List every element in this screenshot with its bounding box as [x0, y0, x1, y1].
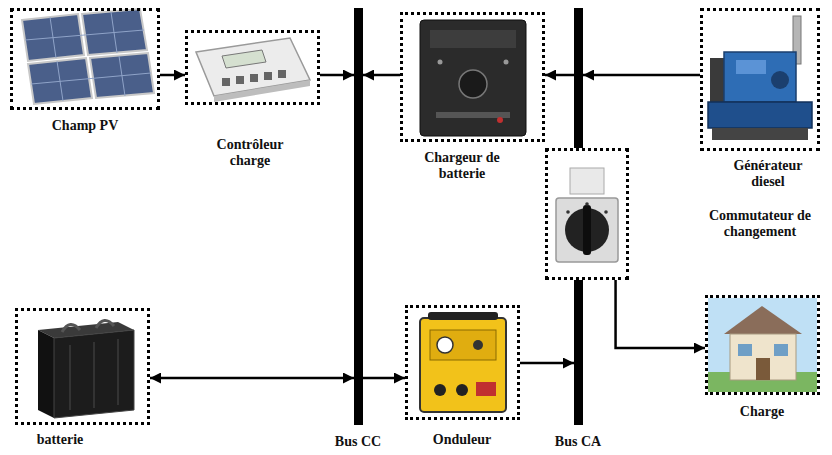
node-label: Champ PV [15, 118, 155, 134]
connector-arrow [583, 74, 700, 77]
node-label: Charge [712, 404, 812, 420]
connector-arrow [545, 74, 574, 77]
switch-device [548, 151, 626, 277]
connector-arrow [160, 74, 185, 77]
charger-box: Chargeur de batterie [400, 12, 545, 142]
node-label: Contrôleur charge [202, 137, 298, 169]
battery-box: batterie [15, 308, 150, 425]
node-label: Onduleur [412, 432, 512, 448]
inverter-device [420, 312, 506, 412]
ac-bus: Bus CA [574, 8, 583, 425]
dc-bus: Bus CC [354, 8, 363, 425]
node-label: Bus CC [318, 434, 398, 450]
pv-field-box: Champ PV [10, 8, 160, 110]
node-label: Générateur diesel [720, 158, 816, 190]
connector-arrow [320, 74, 354, 77]
node-label: batterie [10, 432, 110, 448]
connector-arrow [363, 74, 400, 77]
house-picture [708, 298, 817, 392]
node-label: Bus CA [538, 434, 618, 450]
connector-arrow [616, 280, 705, 348]
solar-panels [22, 9, 154, 104]
battery-block [38, 320, 134, 418]
connector-arrow [363, 377, 405, 380]
controller-device [196, 38, 310, 102]
generator-machine [708, 16, 812, 140]
inverter-box: Onduleur [405, 305, 520, 420]
switch-box: Commutateur de changement [545, 148, 629, 280]
node-label: Commutateur de changement [695, 208, 825, 240]
connector-arrow [150, 377, 354, 380]
controller-box: Contrôleur charge [185, 30, 320, 105]
node-label: Chargeur de batterie [424, 150, 500, 182]
generator-box: Générateur diesel [700, 8, 820, 151]
connector-arrow [520, 362, 574, 365]
charger-device [420, 20, 526, 136]
load-box: Charge [705, 295, 820, 395]
